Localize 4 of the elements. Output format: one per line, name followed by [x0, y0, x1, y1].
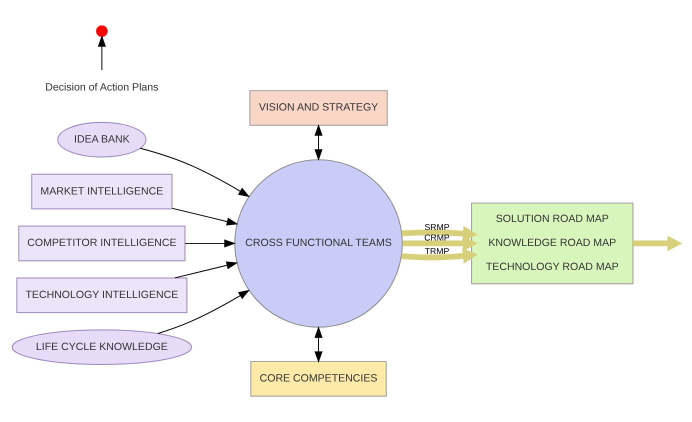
edge-label: TRMP	[424, 246, 450, 256]
edge-label: CRMP	[424, 232, 450, 243]
edge-label: SRMP	[424, 222, 450, 232]
node-text: Decision of Action Plans	[45, 81, 158, 94]
